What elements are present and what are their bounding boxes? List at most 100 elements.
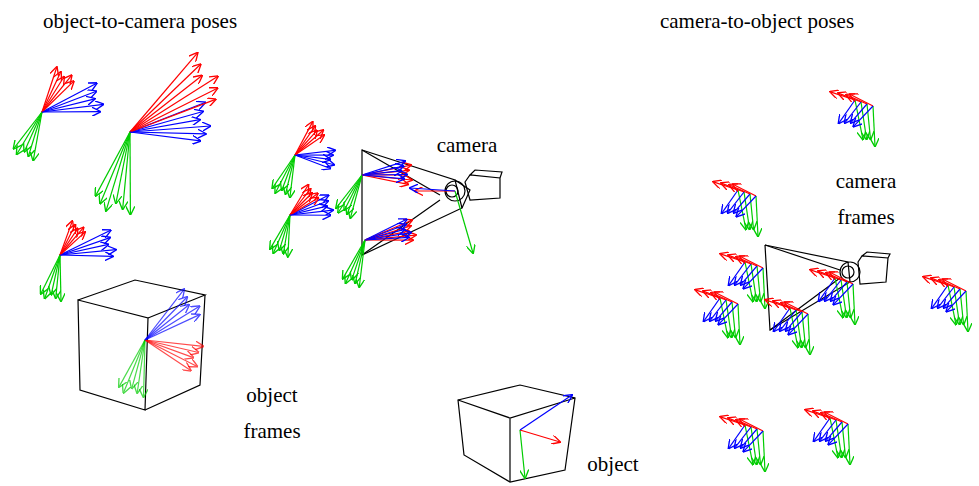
- frame-axis: [520, 430, 525, 478]
- frame-axis: [828, 424, 848, 445]
- frame-axis: [520, 395, 572, 430]
- frame-axis: [130, 76, 202, 132]
- frame-axis: [873, 106, 875, 146]
- frame-axis: [42, 99, 95, 112]
- frame-axis: [343, 240, 365, 279]
- frame-axis: [130, 132, 200, 141]
- frame-axis: [718, 304, 738, 325]
- frame-axis: [130, 99, 216, 132]
- frame-axis: [365, 220, 412, 240]
- frame-axis: [946, 291, 966, 312]
- frame-axis: [740, 419, 763, 431]
- frame-axis: [130, 53, 198, 132]
- frame-axis: [362, 175, 408, 184]
- frame-axis: [45, 255, 60, 298]
- frame-axis: [785, 302, 808, 314]
- frame-axis: [826, 273, 847, 282]
- frame-axis: [129, 132, 131, 214]
- frame-axis: [270, 215, 290, 249]
- frame-axis: [130, 76, 218, 132]
- frame-axis: [729, 185, 750, 194]
- frame-axis: [362, 161, 405, 175]
- frame-axis: [42, 104, 103, 112]
- frame-axis: [733, 184, 756, 196]
- frame-axis: [846, 95, 867, 104]
- frame-axis: [106, 132, 130, 211]
- frame-axis: [290, 195, 328, 215]
- frame-axis: [338, 175, 362, 213]
- frame-axis: [14, 112, 42, 149]
- frame-axis: [736, 257, 757, 266]
- frame-axis: [853, 106, 873, 127]
- frame-axis: [966, 291, 968, 331]
- frame-axis: [290, 214, 331, 215]
- frame-axis: [781, 303, 802, 312]
- frame-axis: [145, 315, 200, 340]
- frame-axis: [295, 135, 324, 155]
- frame-axis: [42, 83, 97, 112]
- label-text: object frames: [230, 378, 314, 449]
- frame-axis: [736, 196, 756, 217]
- frame-axis: [17, 112, 42, 154]
- frame-axis: [763, 268, 765, 308]
- frame-axis: [763, 431, 765, 471]
- frame-axis: [42, 81, 74, 112]
- frame-axis: [60, 232, 85, 255]
- frame-axis: [41, 255, 60, 294]
- label-text: camera-to-object poses: [625, 4, 889, 40]
- frame-axis: [42, 111, 100, 112]
- frame-axis: [275, 155, 295, 193]
- frame-axis: [279, 215, 290, 250]
- frame-axis: [736, 420, 757, 429]
- frame-axis: [145, 340, 199, 352]
- frame-axis: [60, 255, 113, 256]
- frame-axis: [116, 132, 130, 203]
- frame-axis: [28, 112, 42, 156]
- frame-axis: [350, 175, 362, 218]
- frame-axis: [825, 412, 848, 424]
- label-text: object-to-camera poses: [8, 4, 272, 40]
- frame-axis: [808, 314, 810, 354]
- frame-axis: [336, 175, 362, 208]
- frame-axis: [60, 250, 116, 255]
- frame-axis: [346, 240, 365, 283]
- frame-axis: [362, 175, 404, 179]
- frame-axis: [132, 340, 145, 388]
- frame-axis: [520, 430, 560, 442]
- frame-axis: [119, 340, 145, 387]
- frame-axis: [145, 297, 187, 340]
- frame-axis: [455, 191, 473, 253]
- frame-axis: [60, 228, 83, 255]
- frame-axis: [715, 292, 738, 304]
- frame-axis: [738, 304, 740, 344]
- frame-axis: [362, 170, 409, 175]
- frame-axis: [830, 272, 853, 284]
- frame-axis: [853, 284, 855, 324]
- frame-axis: [295, 155, 330, 169]
- frame-axis: [821, 413, 842, 422]
- frame-axis: [711, 293, 732, 302]
- label-text: camera frames: [819, 164, 913, 235]
- frame-axis: [145, 340, 191, 371]
- frame-axis: [943, 279, 966, 291]
- frame-axis: [273, 215, 290, 253]
- frame-axis: [365, 237, 409, 240]
- frame-axis: [272, 155, 295, 188]
- frame-axis: [96, 132, 130, 196]
- frame-axis: [42, 75, 72, 112]
- label-text: camera: [420, 128, 514, 164]
- frame-axis: [145, 340, 193, 358]
- frame-axis: [362, 175, 412, 180]
- frame-axis: [290, 198, 318, 215]
- frame-axis: [743, 268, 763, 289]
- frame-axis: [743, 431, 763, 452]
- object-cube: [78, 280, 205, 410]
- frame-axis: [100, 132, 130, 204]
- object-cube: [458, 385, 575, 482]
- frame-axis: [740, 256, 763, 268]
- frame-axis: [756, 196, 758, 236]
- frame-axis: [295, 155, 334, 165]
- frame-axis: [939, 280, 960, 289]
